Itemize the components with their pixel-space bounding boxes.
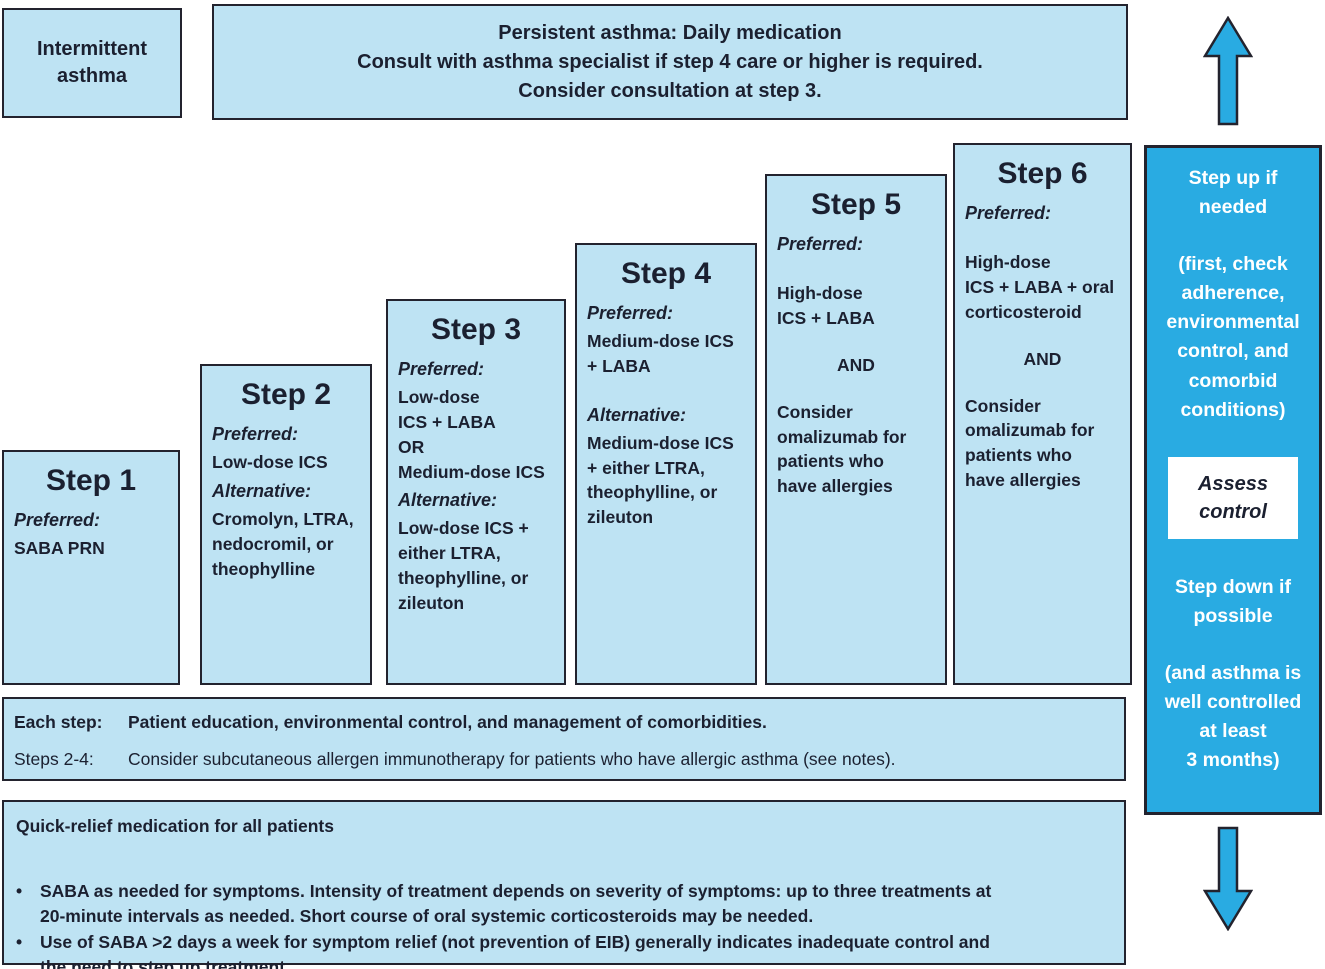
step-5-preferred-label: Preferred: (777, 234, 864, 254)
step-5-and-label: AND (837, 354, 875, 375)
step-2-title: Step 2 (240, 378, 332, 411)
step-3-preferred-label: Preferred: (398, 359, 485, 379)
step-6-title: Step 6 (997, 157, 1088, 190)
step-up-arrow-icon (1202, 15, 1254, 131)
step-4-box: Step 4 Preferred: Medium-dose ICS + LABA… (575, 243, 757, 685)
each-step-text: Patient education, environmental control… (128, 712, 767, 732)
step-down-note: (and asthma is well controlled at least … (1164, 661, 1302, 772)
quick-relief-title: Quick-relief medication for all patients (16, 816, 334, 836)
intermittent-asthma-box: Intermittent asthma (2, 8, 182, 118)
step-4-title: Step 4 (620, 257, 712, 290)
step-4-preferred-label: Preferred: (587, 303, 674, 323)
step-3-box: Step 3 Preferred: Low-dose ICS + LABA OR… (386, 299, 566, 685)
step-2-box: Step 2 Preferred: Low-dose ICS Alternati… (200, 364, 372, 685)
each-step-notes-box: Each step: Patient education, environmen… (2, 697, 1126, 781)
step-4-alternative-text: Medium-dose ICS + either LTRA, theophyll… (587, 432, 734, 528)
each-step-label: Each step: (14, 712, 103, 732)
quick-relief-bullet-2-text: Use of SABA >2 days a week for symptom r… (40, 931, 990, 969)
step-up-note: (first, check adherence, environmental c… (1166, 252, 1300, 421)
quick-relief-box: Quick-relief medication for all patients… (2, 800, 1126, 969)
step-1-preferred-label: Preferred: (14, 510, 101, 530)
step-1-title: Step 1 (45, 464, 137, 497)
step-3-alternative-text: Low-dose ICS + either LTRA, theophylline… (398, 518, 529, 613)
step-up-text: Step up if needed (1188, 167, 1278, 219)
step-6-and-label: AND (1023, 348, 1062, 369)
step-3-title: Step 3 (430, 313, 522, 346)
steps-2-4-label: Steps 2-4: (14, 749, 94, 769)
step-6-preferred-label: Preferred: (965, 203, 1052, 223)
step-5-box: Step 5 Preferred: High-dose ICS + LABA A… (765, 174, 947, 685)
step-5-consider-text: Consider omalizumab for patients who hav… (777, 401, 907, 497)
quick-relief-bullet-2: • Use of SABA >2 days a week for symptom… (16, 930, 1112, 969)
step-6-preferred-text: High-dose ICS + LABA + oral corticostero… (965, 252, 1115, 322)
step-down-text: Step down if possible (1175, 576, 1291, 628)
step-1-preferred-text: SABA PRN (14, 538, 105, 558)
step-5-title: Step 5 (810, 188, 902, 221)
step-3-preferred-text: Low-dose ICS + LABA OR Medium-dose ICS (398, 387, 545, 482)
step-6-box: Step 6 Preferred: High-dose ICS + LABA +… (953, 143, 1132, 685)
assess-control-panel: Step up if needed (first, check adherenc… (1144, 145, 1322, 815)
steps-2-4-text: Consider subcutaneous allergen immunothe… (128, 749, 896, 769)
quick-relief-bullet-1-text: SABA as needed for symptoms. Intensity o… (40, 881, 992, 927)
step-down-arrow-icon (1202, 826, 1254, 936)
step-2-alternative-text: Cromolyn, LTRA, nedocromil, or theophyll… (212, 508, 354, 579)
step-1-box: Step 1 Preferred: SABA PRN (2, 450, 180, 685)
assess-control-box: Assess control (1168, 457, 1298, 539)
persistent-asthma-box: Persistent asthma: Daily medication Cons… (212, 4, 1128, 120)
step-4-alternative-label: Alternative: (587, 404, 687, 425)
step-5-preferred-text: High-dose ICS + LABA (777, 283, 875, 328)
step-3-alternative-label: Alternative: (398, 490, 498, 511)
bullet-marker: • (16, 931, 23, 952)
step-6-consider-text: Consider omalizumab for patients who hav… (965, 395, 1095, 491)
step-2-preferred-text: Low-dose ICS (212, 452, 328, 472)
quick-relief-bullet-1: • SABA as needed for symptoms. Intensity… (16, 879, 1112, 930)
bullet-marker: • (16, 881, 23, 901)
step-2-preferred-label: Preferred: (212, 424, 299, 444)
step-2-alternative-label: Alternative: (212, 480, 312, 501)
step-4-preferred-text: Medium-dose ICS + LABA (587, 331, 734, 376)
